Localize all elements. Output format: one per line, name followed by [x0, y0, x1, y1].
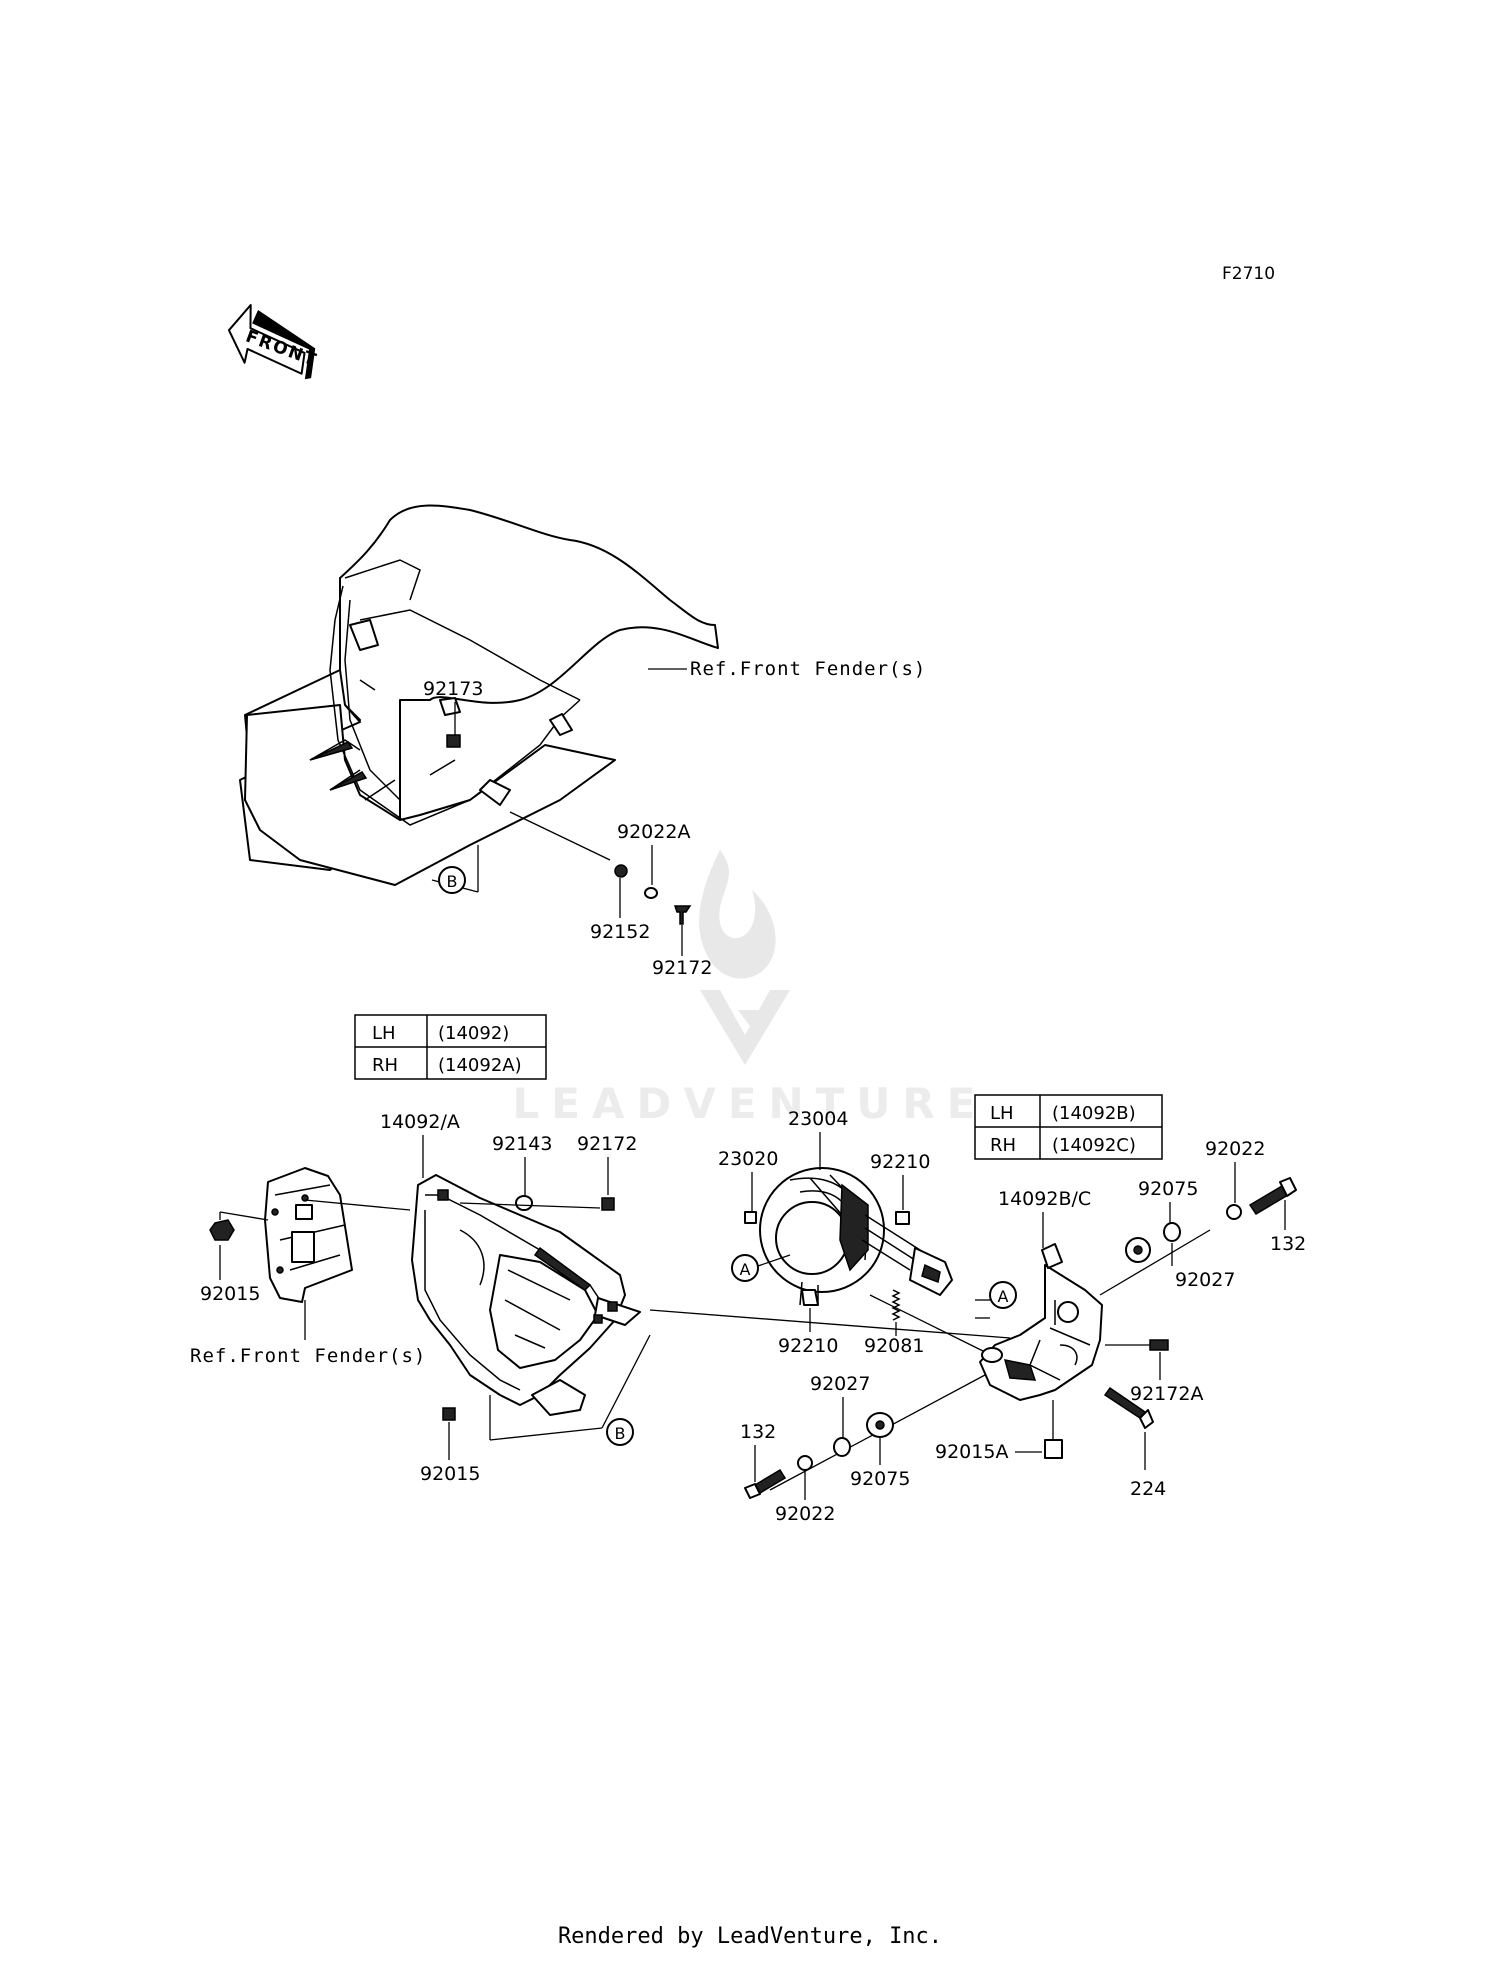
callout-b-top-icon: [438, 866, 466, 894]
table-left-lh: LH: [372, 1023, 396, 1044]
clip-92173-icon: [446, 734, 461, 748]
label-23020: 23020: [718, 1148, 778, 1170]
clip-23020-icon: [744, 1211, 757, 1224]
label-132-left: 132: [740, 1421, 776, 1443]
nut-92015-bottom-icon: [442, 1407, 456, 1421]
table-left-rh-part: (14092A): [438, 1055, 522, 1076]
ref-front-fender-top: Ref.Front Fender(s): [690, 658, 926, 680]
screw-92172-mid-icon: [601, 1197, 615, 1211]
label-92015A: 92015A: [935, 1441, 1008, 1463]
label-92027-bottom: 92027: [810, 1373, 870, 1395]
ref-front-fender-left: Ref.Front Fender(s): [190, 1345, 426, 1367]
nut-92152-icon: [614, 864, 628, 878]
watermark-text: LEADVENTURE: [513, 1079, 988, 1128]
table-left-rh: RH: [372, 1055, 398, 1076]
diagram-code: F2710: [1222, 264, 1275, 284]
callout-a-left: A: [740, 1260, 751, 1279]
footer-credit: Rendered by LeadVenture, Inc.: [557, 1924, 943, 1949]
label-92015-bottom: 92015: [420, 1463, 480, 1485]
table-right-lh: LH: [990, 1103, 1014, 1124]
label-92022A: 92022A: [617, 821, 690, 843]
nut-92015A-icon: [1044, 1439, 1063, 1459]
label-92172A: 92172A: [1130, 1383, 1203, 1405]
label-92152: 92152: [590, 921, 650, 943]
table-right-rh: RH: [990, 1135, 1016, 1156]
label-92015-left: 92015: [200, 1283, 260, 1305]
label-92210-bottom: 92210: [778, 1335, 838, 1357]
table-left: LH (14092) RH (14092A): [354, 1014, 547, 1080]
label-92027-top: 92027: [1175, 1269, 1235, 1291]
washer-92143-icon: [515, 1195, 533, 1211]
callout-a-left-icon: [731, 1254, 759, 1282]
label-92022-bottom: 92022: [775, 1503, 835, 1525]
washer-92022-top-icon: [1226, 1204, 1242, 1220]
label-92075-bottom: 92075: [850, 1468, 910, 1490]
washer-92022A-icon: [644, 887, 658, 899]
label-92173: 92173: [423, 678, 483, 700]
headlight-unit: [759, 1167, 953, 1306]
label-92143: 92143: [492, 1133, 552, 1155]
table-right-lh-part: (14092B): [1052, 1103, 1136, 1124]
callout-a-right: A: [998, 1287, 1009, 1306]
clip-92210-top-icon: [895, 1211, 910, 1225]
label-23004: 23004: [788, 1108, 848, 1130]
bolt-132-right-icon: [1248, 1184, 1290, 1216]
fender-bracket-left: [264, 1167, 353, 1303]
spring-92081-icon: [891, 1289, 901, 1321]
collar-92027-bottom-icon: [833, 1437, 851, 1457]
headlight-bracket-right: [979, 1243, 1103, 1401]
label-92210-top: 92210: [870, 1151, 930, 1173]
label-92172-mid: 92172: [577, 1133, 637, 1155]
label-132-right: 132: [1270, 1233, 1306, 1255]
washer-92022-bottom-icon: [797, 1455, 813, 1471]
label-224: 224: [1130, 1478, 1166, 1500]
label-92075-top: 92075: [1138, 1178, 1198, 1200]
screw-92172-top-icon: [673, 905, 692, 925]
label-14092A: 14092/A: [380, 1111, 460, 1133]
label-92022-top: 92022: [1205, 1138, 1265, 1160]
callout-b-bottom: B: [615, 1424, 626, 1443]
table-right-rh-part: (14092C): [1052, 1135, 1136, 1156]
front-fender-assembly: [239, 504, 719, 886]
collar-92027-top-icon: [1163, 1222, 1181, 1242]
headlight-housing: [411, 1174, 641, 1416]
label-92081: 92081: [864, 1335, 924, 1357]
screw-92172A-icon: [1149, 1339, 1169, 1351]
callout-a-right-icon: [989, 1281, 1017, 1309]
watermark-logo: [699, 850, 790, 1065]
callout-b-top: B: [447, 872, 458, 891]
clip-92210-bottom-icon: [801, 1289, 819, 1306]
front-arrow-icon: [227, 303, 316, 380]
label-92172-top: 92172: [652, 957, 712, 979]
table-right: LH (14092B) RH (14092C): [974, 1094, 1163, 1160]
callout-b-bottom-icon: [606, 1418, 634, 1446]
nut-92015-left-icon: [209, 1219, 235, 1241]
label-14092BC: 14092B/C: [998, 1188, 1091, 1210]
table-left-lh-part: (14092): [438, 1023, 509, 1044]
